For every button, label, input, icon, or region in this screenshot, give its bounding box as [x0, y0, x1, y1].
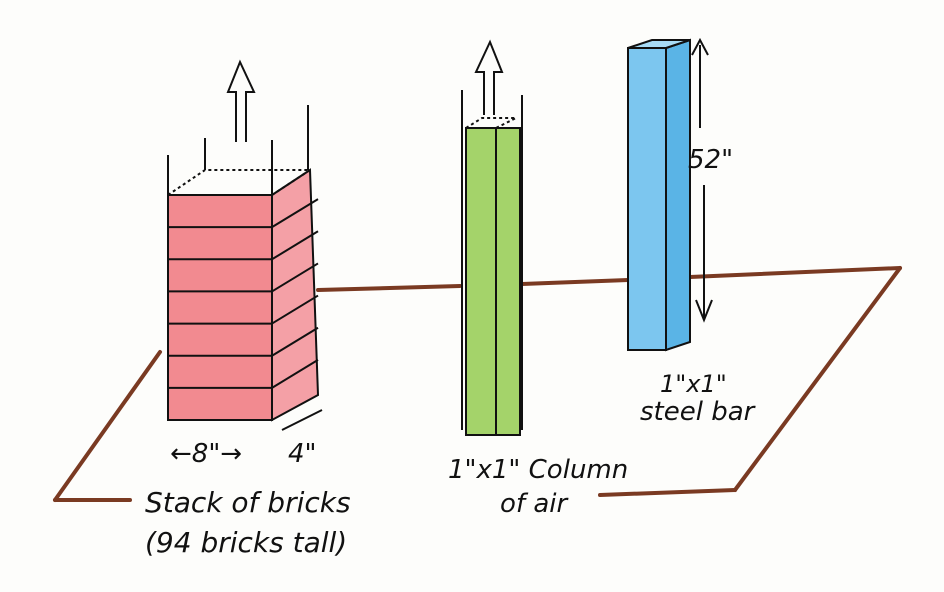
air-up-arrow-icon [474, 39, 504, 115]
bricks-depth-label: 4" [288, 439, 317, 469]
brick-side-line [271, 294, 319, 325]
height-arrow-icon [691, 37, 713, 323]
bricks-width-label: ←8"→ [170, 439, 242, 469]
steel-height-label: 52" [688, 145, 733, 175]
brick-stack [167, 59, 323, 431]
air-caption-line2: of air [500, 489, 569, 519]
steel-caption-line2: steel bar [640, 397, 757, 427]
brick-side-line [271, 326, 319, 357]
ground-plane [53, 266, 902, 502]
brick-side-line [271, 198, 319, 228]
air-column [461, 39, 523, 436]
steel-bar [627, 37, 713, 352]
brick-up-arrow-icon [226, 59, 256, 142]
brick-side-line [271, 230, 319, 261]
depth-arrow-icon [281, 409, 323, 431]
brick-side-line [271, 262, 319, 293]
brick-side-line [271, 359, 319, 389]
steel-caption-line1: 1"x1" [660, 370, 727, 398]
air-caption-line1: 1"x1" Column [448, 455, 628, 485]
bricks-caption-line1: Stack of bricks [145, 486, 351, 519]
bricks-caption-line2: (94 bricks tall) [145, 526, 347, 559]
